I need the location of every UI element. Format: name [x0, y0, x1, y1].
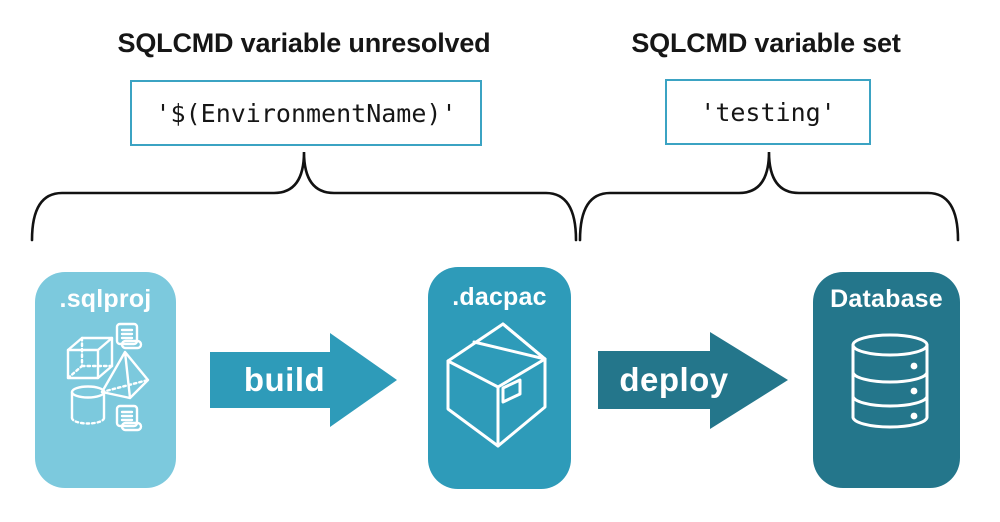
- package-icon: [446, 322, 547, 448]
- dacpac-node-label: .dacpac: [452, 283, 547, 311]
- build-arrow: [210, 333, 397, 427]
- brace-overlay: [30, 151, 960, 242]
- cube-icon: [66, 336, 114, 380]
- build-arrow-label: build: [243, 361, 326, 398]
- database-dot: [910, 362, 918, 370]
- pyramid-icon: [100, 350, 150, 400]
- database-icon: [851, 333, 929, 429]
- database-node: Database: [813, 272, 960, 488]
- set-variable-value: 'testing': [700, 97, 836, 127]
- set-variable-codebox: 'testing': [665, 79, 871, 145]
- sql-objects-icon: [66, 322, 150, 432]
- deploy-arrow: [598, 332, 788, 429]
- unresolved-variable-value: '$(EnvironmentName)': [155, 98, 457, 128]
- unresolved-variable-codebox: '$(EnvironmentName)': [130, 80, 482, 146]
- sqlproj-node-label: .sqlproj: [59, 285, 152, 313]
- script-scroll-icon: [115, 404, 143, 432]
- right-annotation-title: SQLCMD variable set: [631, 28, 901, 58]
- database-dot: [910, 412, 918, 420]
- cylinder-icon: [70, 385, 106, 425]
- right-brace: [578, 151, 960, 242]
- deploy-arrow-label: deploy: [619, 361, 729, 398]
- left-annotation-title: SQLCMD variable unresolved: [117, 28, 491, 58]
- dacpac-node: .dacpac: [428, 267, 571, 489]
- sqlproj-node: .sqlproj: [35, 272, 176, 488]
- script-scroll-icon: [115, 322, 143, 350]
- left-brace: [30, 151, 578, 242]
- database-node-label: Database: [830, 285, 943, 313]
- database-dot: [910, 387, 918, 395]
